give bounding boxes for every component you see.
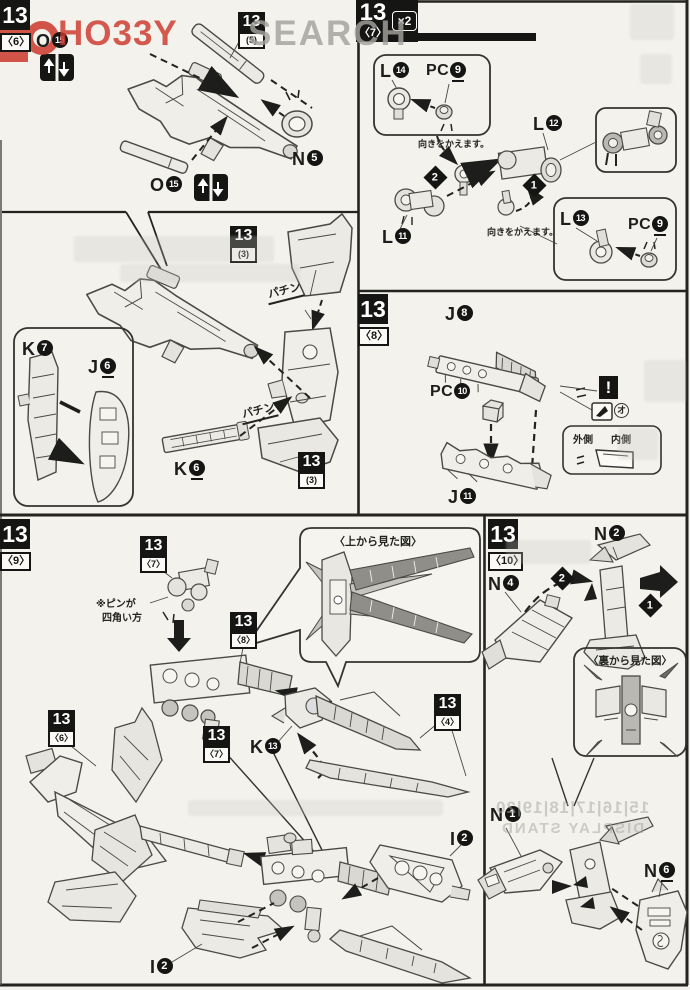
step-ref-13-3-a: 13(3): [230, 226, 257, 263]
step-ref-13-3-b: 13(3): [298, 452, 325, 489]
step7-number: 13: [359, 0, 387, 26]
hobby-search-watermark: HO33Y SEARCH: [0, 8, 470, 64]
back-view-caption: 〈裏から見た図〉: [588, 655, 672, 667]
panel8-illustration: [427, 351, 662, 491]
bleedthrough-block: [74, 236, 274, 262]
panel10-illustration: [477, 533, 688, 970]
watermark-brand-gray: SEARCH: [248, 14, 408, 53]
bleedthrough-text-display-stand: DISPLAY STAND: [500, 820, 645, 837]
panel7-illustration: [373, 54, 677, 281]
outside-label: 外側: [573, 435, 593, 446]
inside-label: 内側: [611, 435, 631, 446]
step-ref-13-4: 13〈4〉: [434, 694, 461, 731]
step9-number: 13: [0, 519, 30, 549]
bleedthrough-text-numbers: 15|16|17|18|19|20: [495, 798, 650, 817]
pin-note-line1: ※ピンが: [96, 599, 136, 610]
bleedthrough-block: [630, 4, 674, 40]
cutter-mark: オ: [614, 403, 629, 418]
pin-note-line2: 四角い方: [102, 613, 142, 624]
bleedthrough-block: [120, 264, 300, 282]
panel6-illustration: [114, 21, 315, 183]
step-ref-13-5: 13(5): [238, 12, 265, 49]
bleedthrough-block: [640, 54, 672, 84]
orientation-arrows-icon: [194, 174, 228, 201]
warning-icon: !: [599, 376, 618, 399]
step10-substep: 〈10〉: [488, 552, 524, 571]
orientation-arrows-icon: [40, 54, 74, 81]
panel6-leg-illustration: [13, 212, 353, 507]
step10-number: 13: [488, 519, 518, 549]
step6-number: 13: [0, 0, 30, 30]
step8-substep: 〈8〉: [358, 327, 389, 346]
step-ref-13-7-a: 13〈7〉: [140, 536, 167, 573]
bleedthrough-block: [188, 800, 443, 816]
step-ref-13-7-b: 13〈7〉: [203, 726, 230, 763]
step-ref-13-6: 13〈6〉: [48, 710, 75, 747]
step9-substep: 〈9〉: [0, 552, 31, 571]
bleedthrough-block: [644, 360, 686, 402]
step-ref-13-8: 13〈8〉: [230, 612, 257, 649]
panel9-illustration: [25, 527, 481, 984]
bleedthrough-block: [618, 428, 658, 460]
step7-multiplier-badge: ×2: [392, 11, 417, 31]
top-view-caption: 〈上から見た図〉: [334, 536, 422, 548]
step7-header-bar: [416, 33, 536, 41]
step6-substep: 〈6〉: [0, 33, 31, 52]
step8-number: 13: [358, 294, 388, 324]
watermark-brand-red: HO33Y: [58, 14, 178, 53]
step7-substep: 〈7〉: [358, 27, 388, 39]
orientation-note-a: 向きをかえます。: [418, 139, 490, 149]
orientation-note-b: 向きをかえます。: [487, 227, 559, 237]
bleedthrough-block: [506, 540, 591, 564]
